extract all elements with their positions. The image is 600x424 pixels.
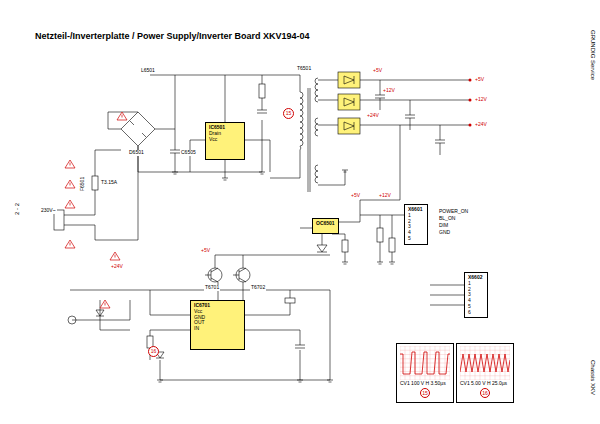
part-label: +5V [350, 193, 361, 199]
callout-number: 16 [480, 388, 490, 398]
part-label: D6501 [128, 150, 145, 156]
resistor-symbol [389, 238, 395, 252]
part-label: +5V [372, 68, 383, 74]
oscillogram [400, 346, 450, 380]
oscillogram [460, 346, 510, 380]
callout-number: 15 [283, 108, 294, 119]
resistor-symbol [342, 240, 348, 252]
part-label: +24V [110, 264, 124, 270]
voltage-point [469, 99, 472, 102]
rectifier-diode [338, 94, 360, 110]
ic-box: IC6701VccGNDOUTIN [190, 300, 245, 350]
callout-number: 15 [420, 388, 430, 398]
pin-name: IN [194, 326, 241, 332]
part-label: +24V [366, 113, 380, 119]
part-name: CV1 5.00 V H 25.0µs [460, 381, 510, 387]
ic-box: OC6501 [312, 218, 339, 234]
part-label: T6501 [296, 66, 312, 72]
waveform [460, 354, 510, 372]
part-label: +12V [474, 97, 488, 103]
ground-symbol [157, 170, 395, 382]
voltage-point [469, 79, 472, 82]
connector-box: X6602123456 [464, 272, 488, 318]
diagram-title: Netzteil-/Inverterplatte / Power Supply/… [35, 32, 310, 42]
scope-grid [460, 346, 510, 380]
pin-name: 5 [408, 236, 424, 242]
resistor-symbol [377, 228, 383, 242]
part-name: OC6501 [316, 221, 335, 227]
part-label: L6501 [140, 68, 156, 74]
part-name: CV1 100 V H 3.50µs [400, 381, 450, 387]
resistor-symbol [285, 298, 295, 303]
margin-text: Chassis XKV [589, 360, 596, 395]
transistor-leads [205, 268, 246, 282]
ic-box: IC6501DrainVcc [205, 122, 245, 160]
transformer-symbol [300, 78, 318, 192]
part-label: F6501 [80, 176, 86, 192]
wires [62, 75, 470, 382]
test-points [469, 79, 472, 127]
connector-box: X660112345 [404, 204, 428, 245]
rectifier-diode [338, 118, 360, 134]
part-label: POWER_ON [438, 209, 469, 215]
pin-name: OUT [194, 320, 241, 326]
oscillogram-box: CV1 100 V H 3.50µs15 [396, 343, 454, 403]
part-label: +5V [474, 77, 485, 83]
part-label: +5V [200, 248, 211, 254]
warning-triangle [65, 112, 127, 308]
part-label: BL_ON [438, 216, 456, 222]
fuse-symbol [92, 176, 98, 190]
part-label: DIM [438, 223, 449, 229]
margin-text: GRUNDIG Service [589, 30, 596, 80]
tl431-symbol [317, 245, 327, 252]
part-label: C6505 [180, 150, 197, 156]
part-label: T3.15A [100, 180, 118, 186]
diode-symbol [96, 310, 164, 358]
part-label: T6702 [250, 285, 266, 291]
part-label: T6701 [204, 285, 220, 291]
wire [62, 75, 470, 380]
waveform [400, 352, 450, 374]
margin-text: 2 - 2 [14, 203, 21, 215]
part-label: 230V~ [40, 208, 57, 214]
bridge-rectifier [121, 112, 155, 146]
warning-triangles [65, 112, 127, 308]
diode-mark [344, 76, 354, 130]
oscillogram-box: CV1 5.00 V H 25.0µs16 [456, 343, 514, 403]
pin-name: Vcc [209, 137, 241, 143]
voltage-point [469, 124, 472, 127]
part-label: +12V [382, 88, 396, 94]
callout-number: 16 [148, 346, 159, 357]
warning-mark [70, 115, 122, 306]
coax-input [68, 316, 76, 324]
scope-grid [400, 346, 450, 380]
resistor-symbol [259, 84, 265, 98]
rectifier-diode [338, 72, 360, 88]
part-label: +24V [474, 122, 488, 128]
part-label: GND [438, 230, 451, 236]
pin-name: 6 [468, 310, 484, 316]
diode-blocks [338, 72, 360, 134]
part-label: +12V [378, 193, 392, 199]
